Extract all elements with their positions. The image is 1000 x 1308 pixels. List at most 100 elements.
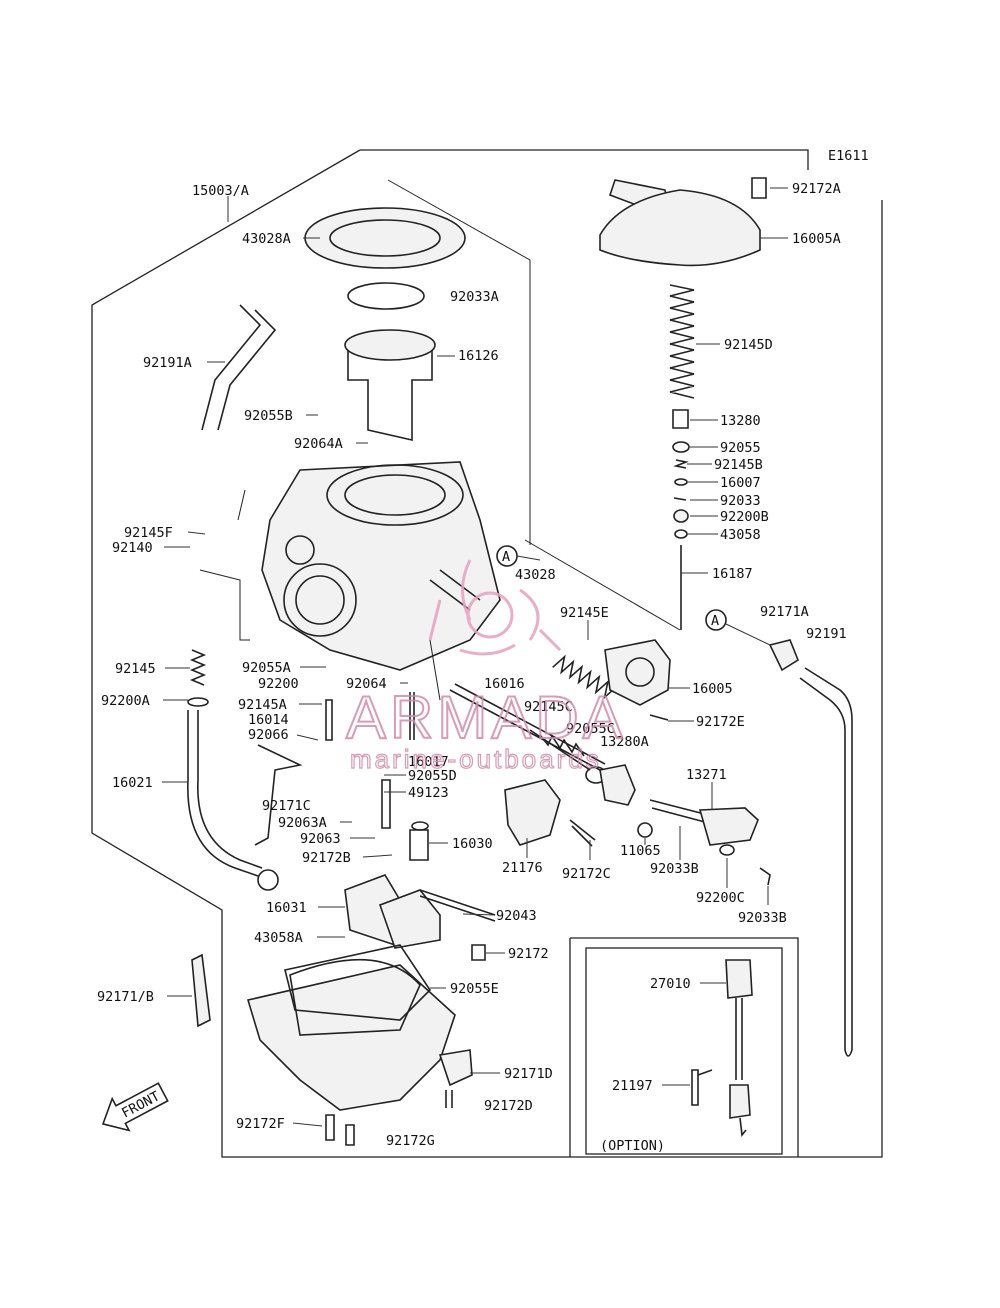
label-92200a: 92200A xyxy=(101,693,150,709)
part-27010 xyxy=(725,959,753,999)
label-21197: 21197 xyxy=(612,1078,653,1094)
label-92055a: 92055A xyxy=(242,660,291,676)
label-92172a: 92172A xyxy=(792,181,841,197)
label-16017: 16017 xyxy=(408,754,449,770)
label-21176: 21176 xyxy=(502,860,543,876)
label-92200b: 92200B xyxy=(720,509,769,525)
label-92033a: 92033A xyxy=(450,289,499,305)
watermark-tagline: marine-outboards xyxy=(350,744,602,774)
label-92172: 92172 xyxy=(508,946,549,962)
carburetor-body xyxy=(187,207,606,1146)
label-92145d: 92145D xyxy=(724,337,773,353)
part-labels: 15003/A 43028A 92033A 16126 92191A 92055… xyxy=(97,181,847,1154)
label-92172c: 92172C xyxy=(562,866,611,882)
label-92172b: 92172B xyxy=(302,850,351,866)
label-92066: 92066 xyxy=(248,727,289,743)
label-92033: 92033 xyxy=(720,493,761,509)
watermark-logo xyxy=(428,559,562,656)
label-92171b: 92171/B xyxy=(97,989,154,1005)
svg-text:A: A xyxy=(711,613,719,629)
accelerator-pump-group xyxy=(504,639,771,886)
spring-92145e xyxy=(552,654,618,700)
option-label: (OPTION) xyxy=(600,1138,665,1154)
option-group xyxy=(691,959,753,1137)
label-92064: 92064 xyxy=(346,676,387,692)
label-16031: 16031 xyxy=(266,900,307,916)
label-92172e: 92172E xyxy=(696,714,745,730)
label-92172g: 92172G xyxy=(386,1133,435,1149)
label-16005: 16005 xyxy=(692,681,733,697)
spring-92145d xyxy=(669,284,695,399)
label-92055d: 92055D xyxy=(408,768,457,784)
cable-16021 xyxy=(197,710,263,869)
label-92055e: 92055E xyxy=(450,981,499,997)
label-92033b-2: 92033B xyxy=(738,910,787,926)
label-92200c: 92200C xyxy=(696,890,745,906)
label-92145e: 92145E xyxy=(560,605,609,621)
diagram-frame xyxy=(91,149,883,1158)
label-92200: 92200 xyxy=(258,676,299,692)
top-cover-group xyxy=(599,177,767,630)
label-16030: 16030 xyxy=(452,836,493,852)
label-16016: 16016 xyxy=(484,676,525,692)
label-43058: 43058 xyxy=(720,527,761,543)
strap-92171b xyxy=(191,953,211,1028)
label-92172d: 92172D xyxy=(484,1098,533,1114)
ring-92033a xyxy=(347,282,425,310)
label-13280a: 13280A xyxy=(600,734,649,750)
label-92191a: 92191A xyxy=(143,355,192,371)
label-27010: 27010 xyxy=(650,976,691,992)
watermark-brand: ARMADA xyxy=(346,684,627,751)
hose-92191a xyxy=(201,304,277,431)
label-92055c: 92055C xyxy=(566,721,615,737)
label-49123: 49123 xyxy=(408,785,449,801)
callout-a-2: A xyxy=(705,609,771,646)
label-92145c: 92145C xyxy=(524,699,573,715)
float-bowl xyxy=(246,964,456,1111)
diagram-code: E1611 xyxy=(828,148,869,164)
label-92043: 92043 xyxy=(496,908,537,924)
pump-21176 xyxy=(504,779,561,846)
label-43028: 43028 xyxy=(515,567,556,583)
label-92063: 92063 xyxy=(300,831,341,847)
label-92191: 92191 xyxy=(806,626,847,642)
label-92171d: 92171D xyxy=(504,1066,553,1082)
label-92145b: 92145B xyxy=(714,457,763,473)
label-16007: 16007 xyxy=(720,475,761,491)
svg-text:A: A xyxy=(502,549,510,565)
cover-16005 xyxy=(604,639,671,706)
callout-a-1: A xyxy=(496,545,541,567)
front-arrow: FRONT xyxy=(101,1082,169,1132)
piston-16126 xyxy=(344,329,436,361)
label-92063a: 92063A xyxy=(278,815,327,831)
label-92145f: 92145F xyxy=(124,525,173,541)
diaphragm-43028a xyxy=(304,207,466,269)
label-92145a: 92145A xyxy=(238,697,287,713)
label-92172f: 92172F xyxy=(236,1116,285,1132)
assembly-lines xyxy=(199,179,681,701)
bracket-92171c xyxy=(254,744,303,846)
hose-92191 xyxy=(768,639,853,1057)
label-92171c: 92171C xyxy=(262,798,311,814)
label-16021: 16021 xyxy=(112,775,153,791)
label-92140: 92140 xyxy=(112,540,153,556)
cover-16005a xyxy=(599,189,761,267)
leader-lines xyxy=(162,187,788,1127)
label-13280: 13280 xyxy=(720,413,761,429)
label-43028a: 43028A xyxy=(242,231,291,247)
watermark: ARMADA marine-outboards xyxy=(345,559,627,775)
label-92064a: 92064A xyxy=(294,436,343,452)
label-92055: 92055 xyxy=(720,440,761,456)
label-11065: 11065 xyxy=(620,843,661,859)
label-43058a: 43058A xyxy=(254,930,303,946)
label-16005a: 16005A xyxy=(792,231,841,247)
label-16126: 16126 xyxy=(458,348,499,364)
label-92033b-1: 92033B xyxy=(650,861,699,877)
label-15003a: 15003/A xyxy=(192,183,249,199)
label-92055b: 92055B xyxy=(244,408,293,424)
label-16187: 16187 xyxy=(712,566,753,582)
label-13271: 13271 xyxy=(686,767,727,783)
label-92171a: 92171A xyxy=(760,604,809,620)
label-92145: 92145 xyxy=(115,661,156,677)
